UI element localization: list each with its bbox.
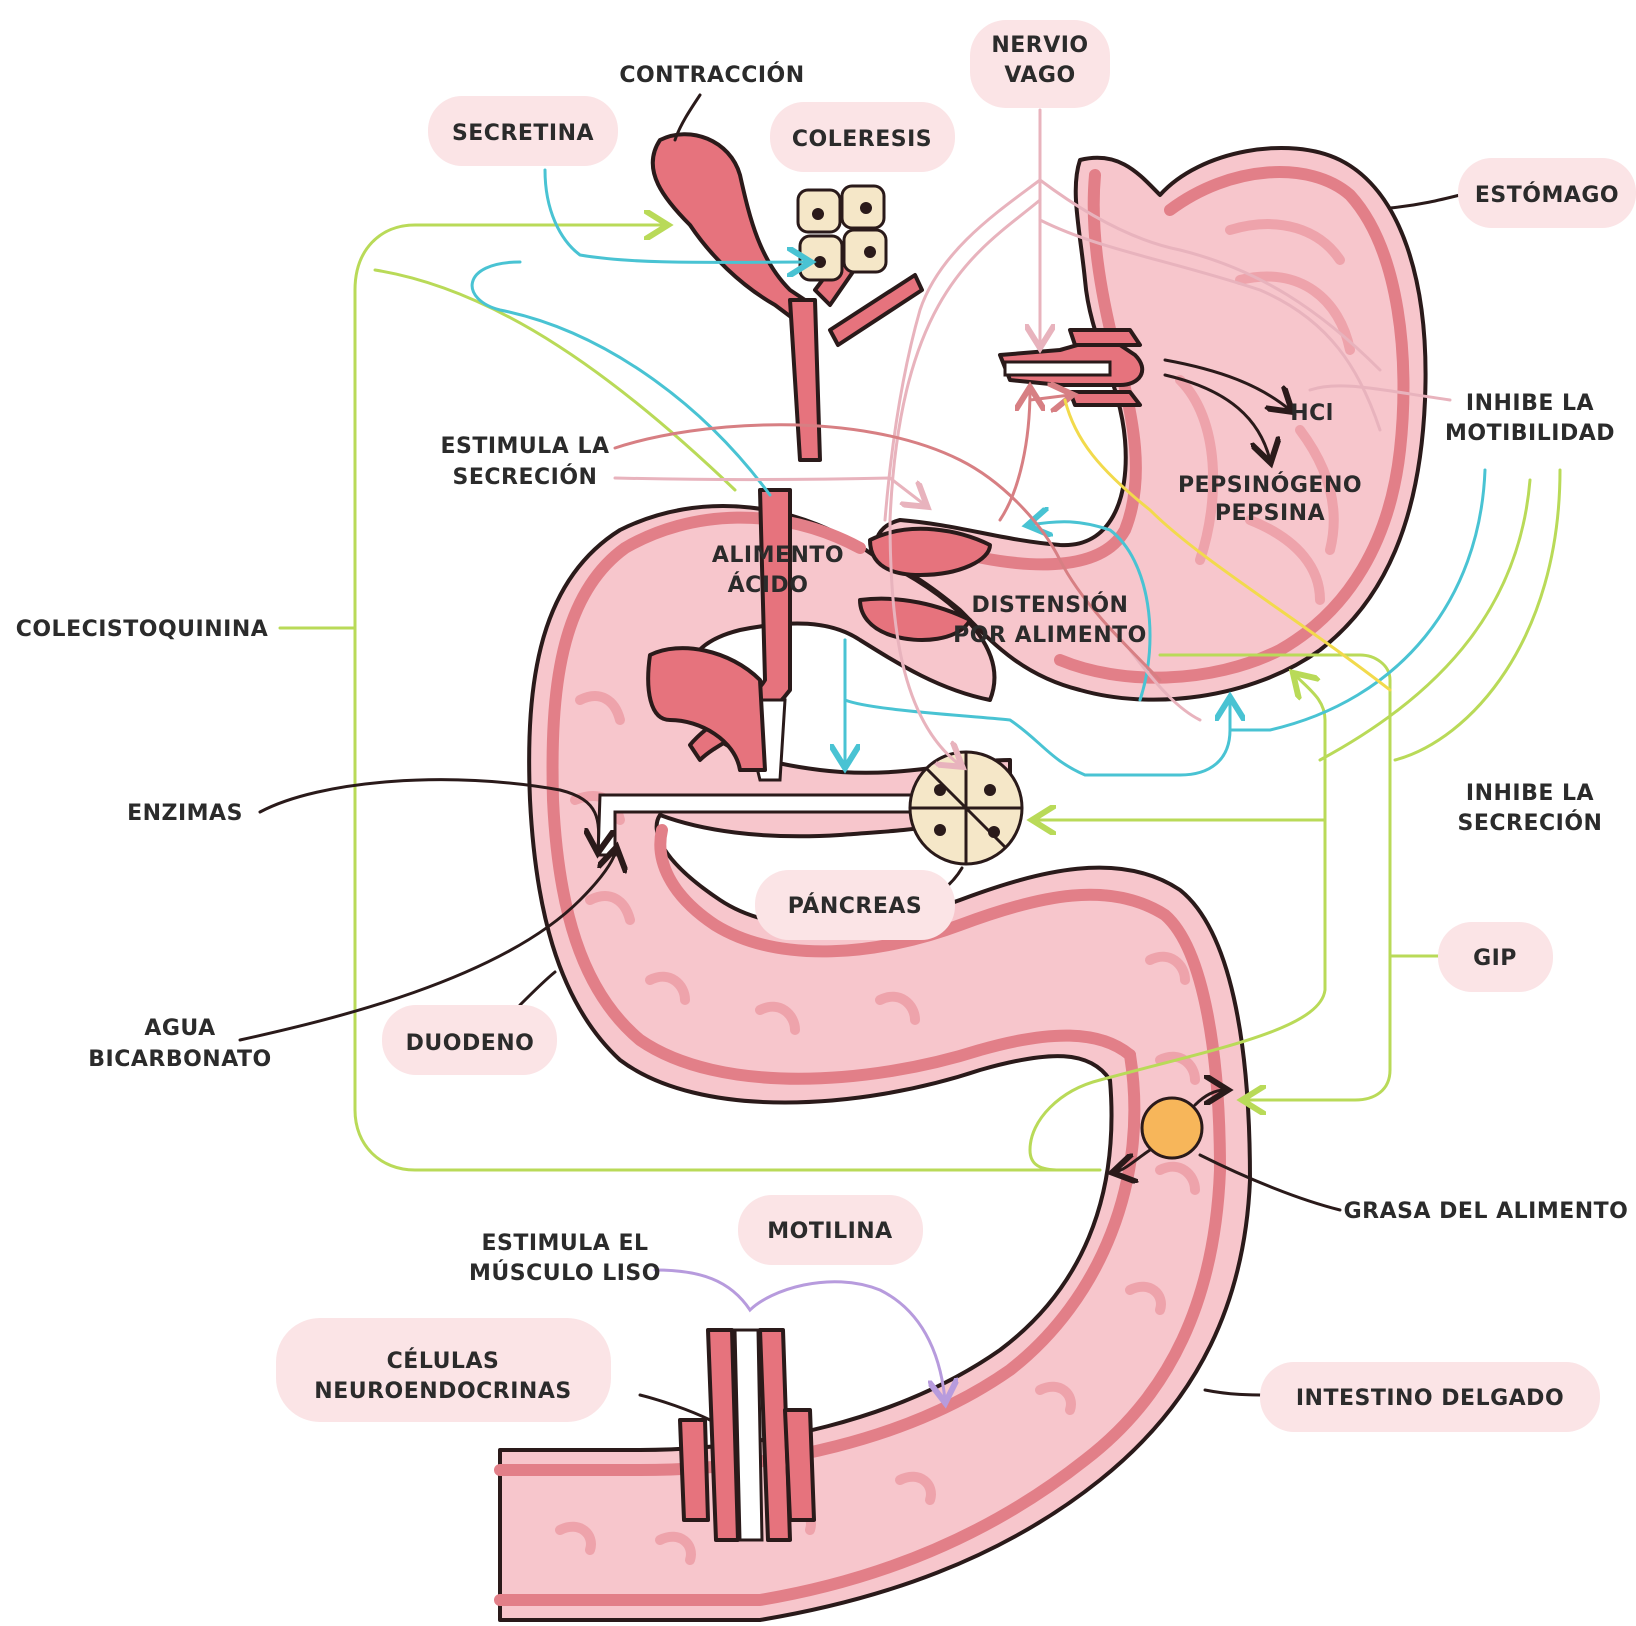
label-estomago: ESTÓMAGO bbox=[1475, 182, 1619, 208]
label-pepsinogeno: PEPSINÓGENO bbox=[1178, 472, 1362, 498]
label-pancreas: PÁNCREAS bbox=[788, 893, 923, 919]
label-hcl: HCl bbox=[1290, 401, 1334, 426]
pancreas bbox=[910, 752, 1022, 864]
label-colecistoquinina: COLECISTOQUININA bbox=[16, 617, 269, 642]
label-agua: AGUA bbox=[144, 1016, 215, 1041]
label-vago: VAGO bbox=[1004, 63, 1075, 88]
label-inhibe-motilidad-1: INHIBE LA bbox=[1466, 391, 1594, 416]
label-inhibe-motilidad-2: MOTIBILIDAD bbox=[1445, 421, 1615, 446]
label-por-alimento: POR ALIMENTO bbox=[953, 623, 1147, 648]
label-estimula-el: ESTIMULA EL bbox=[481, 1231, 648, 1256]
label-neuroendocrinas: NEUROENDOCRINAS bbox=[314, 1379, 571, 1404]
label-grasa: GRASA DEL ALIMENTO bbox=[1344, 1199, 1629, 1224]
label-estimula-secrecion-1: ESTIMULA LA bbox=[440, 434, 609, 459]
motilin-pathway bbox=[655, 1270, 945, 1400]
neuroendocrine-cells bbox=[680, 1330, 814, 1540]
label-bicarbonato: BICARBONATO bbox=[88, 1047, 271, 1072]
label-gip: GIP bbox=[1473, 946, 1517, 971]
stomach-leader bbox=[1390, 195, 1460, 208]
label-coleresis: COLERESIS bbox=[792, 127, 932, 152]
label-inhibe-secrecion-2: SECRECIÓN bbox=[1458, 810, 1603, 836]
label-contraccion: CONTRACCIÓN bbox=[619, 62, 804, 88]
label-nervio: NERVIO bbox=[991, 33, 1088, 58]
label-motilina: MOTILINA bbox=[767, 1219, 892, 1244]
label-duodeno: DUODENO bbox=[406, 1031, 535, 1056]
liver-cells bbox=[798, 186, 886, 280]
label-distension: DISTENSIÓN bbox=[972, 592, 1129, 618]
label-intestino: INTESTINO DELGADO bbox=[1296, 1386, 1564, 1411]
label-musculo-liso: MÚSCULO LISO bbox=[469, 1260, 661, 1286]
label-inhibe-secrecion-1: INHIBE LA bbox=[1466, 781, 1594, 806]
label-celulas: CÉLULAS bbox=[387, 1348, 500, 1374]
label-estimula-secrecion-2: SECRECIÓN bbox=[453, 464, 598, 490]
gip-pathway bbox=[1245, 956, 1440, 1100]
label-secretina: SECRETINA bbox=[452, 121, 594, 146]
label-enzimas: ENZIMAS bbox=[127, 801, 243, 826]
label-alimento: ALIMENTO bbox=[712, 543, 844, 568]
label-pepsina: PEPSINA bbox=[1215, 501, 1325, 526]
gastric-gland bbox=[1000, 330, 1142, 405]
label-acido: ÁCIDO bbox=[728, 572, 809, 598]
